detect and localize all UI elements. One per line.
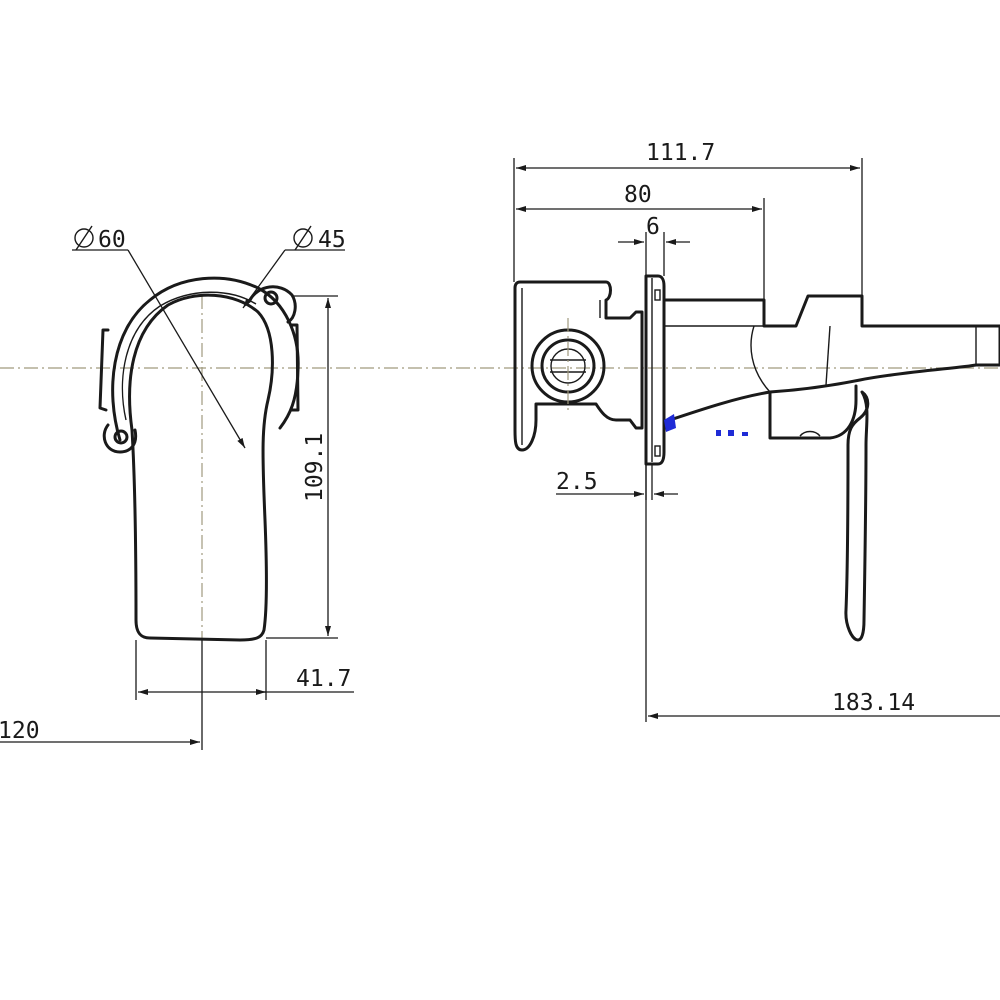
overall-depth-label: 111.7: [646, 140, 715, 166]
dia-inner-symbol: [293, 225, 313, 251]
dia-outer-symbol: [74, 225, 94, 251]
centre-distance-label: 120: [0, 718, 40, 744]
side-blue-markers: [664, 414, 748, 436]
front-left-tab: [98, 328, 110, 412]
plate-offset-label: 2.5: [556, 469, 598, 495]
side-valve-body: [513, 280, 644, 452]
front-right-tab: [290, 323, 300, 412]
front-backplate-circle: [111, 276, 300, 442]
side-spout-detail: [750, 325, 771, 393]
body-depth-label: 80: [624, 182, 652, 208]
side-handle-joint: [799, 430, 821, 437]
front-bottom-lug: [102, 423, 138, 454]
plate-thickness-label: 6: [646, 214, 660, 240]
side-handle-lever: [844, 390, 870, 642]
side-spout: [662, 294, 1000, 424]
side-wall-plate: [644, 274, 666, 466]
front-top-lug: [248, 285, 297, 324]
side-view: 111.7 80 6 2.5 183.14: [513, 140, 1000, 722]
side-wall-plate-hole-top: [654, 289, 661, 301]
dia-outer-arrow-line: [127, 249, 246, 449]
front-handle-lever: [128, 293, 274, 642]
front-inner-ring: [121, 291, 257, 421]
handle-width-label: 41.7: [296, 666, 351, 692]
dia-inner-label: 45: [318, 227, 346, 253]
front-top-lug-hole: [263, 290, 279, 306]
dia-outer-label: 60: [98, 227, 126, 253]
side-wall-plate-hole-bottom: [654, 445, 661, 457]
dia-inner-arrow-line: [242, 249, 286, 309]
front-view: 60 45 109.1 41.7 120: [0, 225, 1000, 750]
spout-reach-label: 183.14: [832, 690, 915, 716]
side-handle-body: [768, 384, 858, 440]
front-bottom-lug-hole: [113, 429, 129, 445]
handle-height-label: 109.1: [302, 433, 328, 502]
side-spout-edge: [825, 325, 831, 386]
